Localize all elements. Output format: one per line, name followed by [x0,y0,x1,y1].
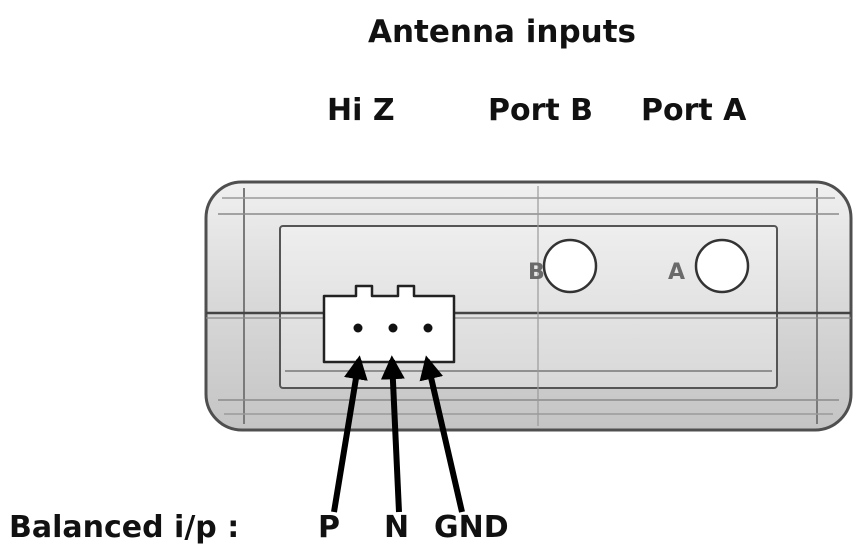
port-a-label: Port A [641,93,747,128]
port-b-letter: B [528,260,545,285]
pin-n-dot [388,323,398,333]
pin-label-gnd: GND [434,510,509,545]
port-b-socket [542,238,598,294]
port-a-socket [694,238,750,294]
port-a-letter: A [668,260,685,285]
pin-label-p: P [318,510,340,545]
case-seam [206,311,851,319]
hiz-label: Hi Z [327,93,395,128]
pin-gnd-dot [423,323,433,333]
hiz-terminal-block [322,284,456,364]
pin-label-n: N [384,510,410,545]
arrow-gnd [419,355,465,513]
balanced-input-label: Balanced i/p : [9,510,240,545]
arrow-p [331,355,368,513]
arrow-n [380,355,405,513]
pin-p-dot [353,323,363,333]
port-b-label: Port B [488,93,594,128]
diagram-title: Antenna inputs [368,14,636,50]
